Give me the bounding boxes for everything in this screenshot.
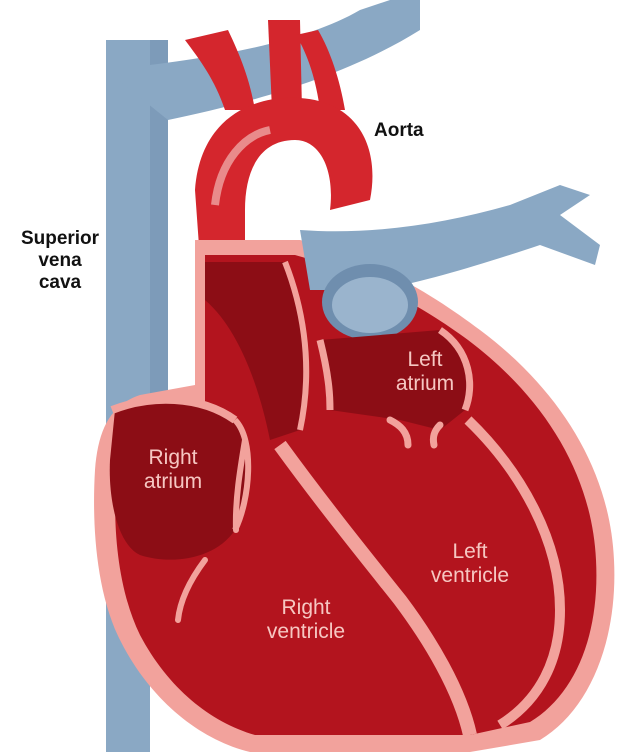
right-atrium-label-line1: Right [118,446,228,470]
left-ventricle-label-line2: ventricle [410,564,530,588]
right-ventricle-label-line1: Right [246,596,366,620]
svc-label: Superior vena cava [10,228,110,294]
right-atrium-label: Right atrium [118,446,228,494]
svc-label-line3: cava [10,272,110,294]
svc-label-line2: vena [10,250,110,272]
left-atrium-label-line1: Left [375,348,475,372]
left-ventricle-label-line1: Left [410,540,530,564]
aortic-branch-2 [268,20,302,110]
aorta-label: Aorta [374,120,424,142]
svc-label-line1: Superior [10,228,110,250]
left-atrium-label-line2: atrium [375,372,475,396]
right-ventricle-label-line2: ventricle [246,620,366,644]
right-ventricle-label: Right ventricle [246,596,366,644]
left-atrium-label: Left atrium [375,348,475,396]
right-atrium-label-line2: atrium [118,470,228,494]
left-ventricle-label: Left ventricle [410,540,530,588]
